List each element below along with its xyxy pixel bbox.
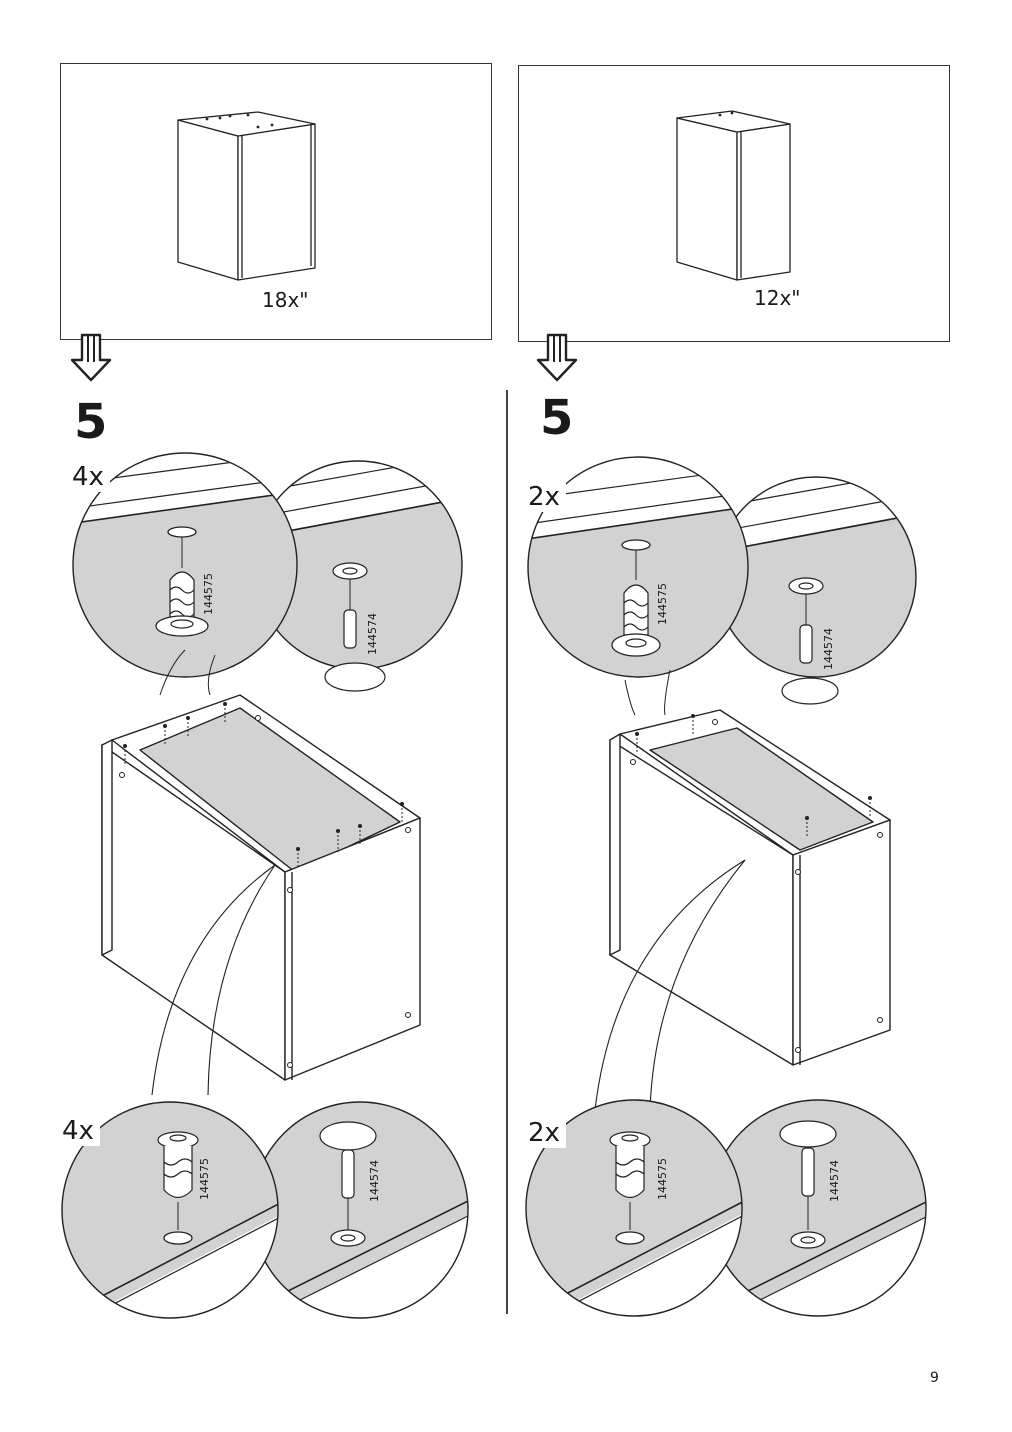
right-top-quantity: 2x — [526, 482, 566, 512]
left-cabinet-illustration — [101, 649, 421, 1096]
right-cabinet-illustration — [594, 669, 891, 1111]
left-top-quantity: 4x — [70, 462, 110, 492]
left-bottom-quantity: 4x — [60, 1116, 100, 1146]
left-step-number: 5 — [74, 394, 108, 450]
cabinet-12-size-label: 12x" — [754, 286, 801, 310]
left-bottom-dowel-part-number: 144575 — [198, 1158, 211, 1200]
right-bottom-detail: 144575 144574 — [525, 1099, 927, 1317]
right-bottom-dowel-part-number: 144575 — [656, 1158, 669, 1200]
right-step-number: 5 — [540, 390, 574, 446]
right-top-dowel-part-number: 144575 — [656, 583, 669, 625]
cabinet-18-illustration — [177, 111, 316, 281]
left-top-detail: 144575 144574 — [72, 452, 463, 692]
down-arrow-icon — [70, 333, 112, 382]
down-arrow-icon — [536, 333, 578, 382]
column-divider — [506, 390, 508, 1314]
page-number: 9 — [930, 1370, 939, 1386]
cabinet-12-illustration — [676, 110, 791, 281]
left-bottom-cam-part-number: 144574 — [368, 1160, 381, 1202]
left-bottom-detail: 144575 144574 — [61, 1101, 469, 1319]
left-top-dowel-part-number: 144575 — [202, 573, 215, 615]
cabinet-18-size-label: 18x" — [262, 288, 309, 312]
right-bottom-cam-part-number: 144574 — [828, 1160, 841, 1202]
right-top-detail: 144575 144574 — [527, 456, 917, 705]
right-bottom-quantity: 2x — [526, 1118, 566, 1148]
left-top-cam-part-number: 144574 — [366, 613, 379, 655]
right-top-cam-part-number: 144574 — [822, 628, 835, 670]
